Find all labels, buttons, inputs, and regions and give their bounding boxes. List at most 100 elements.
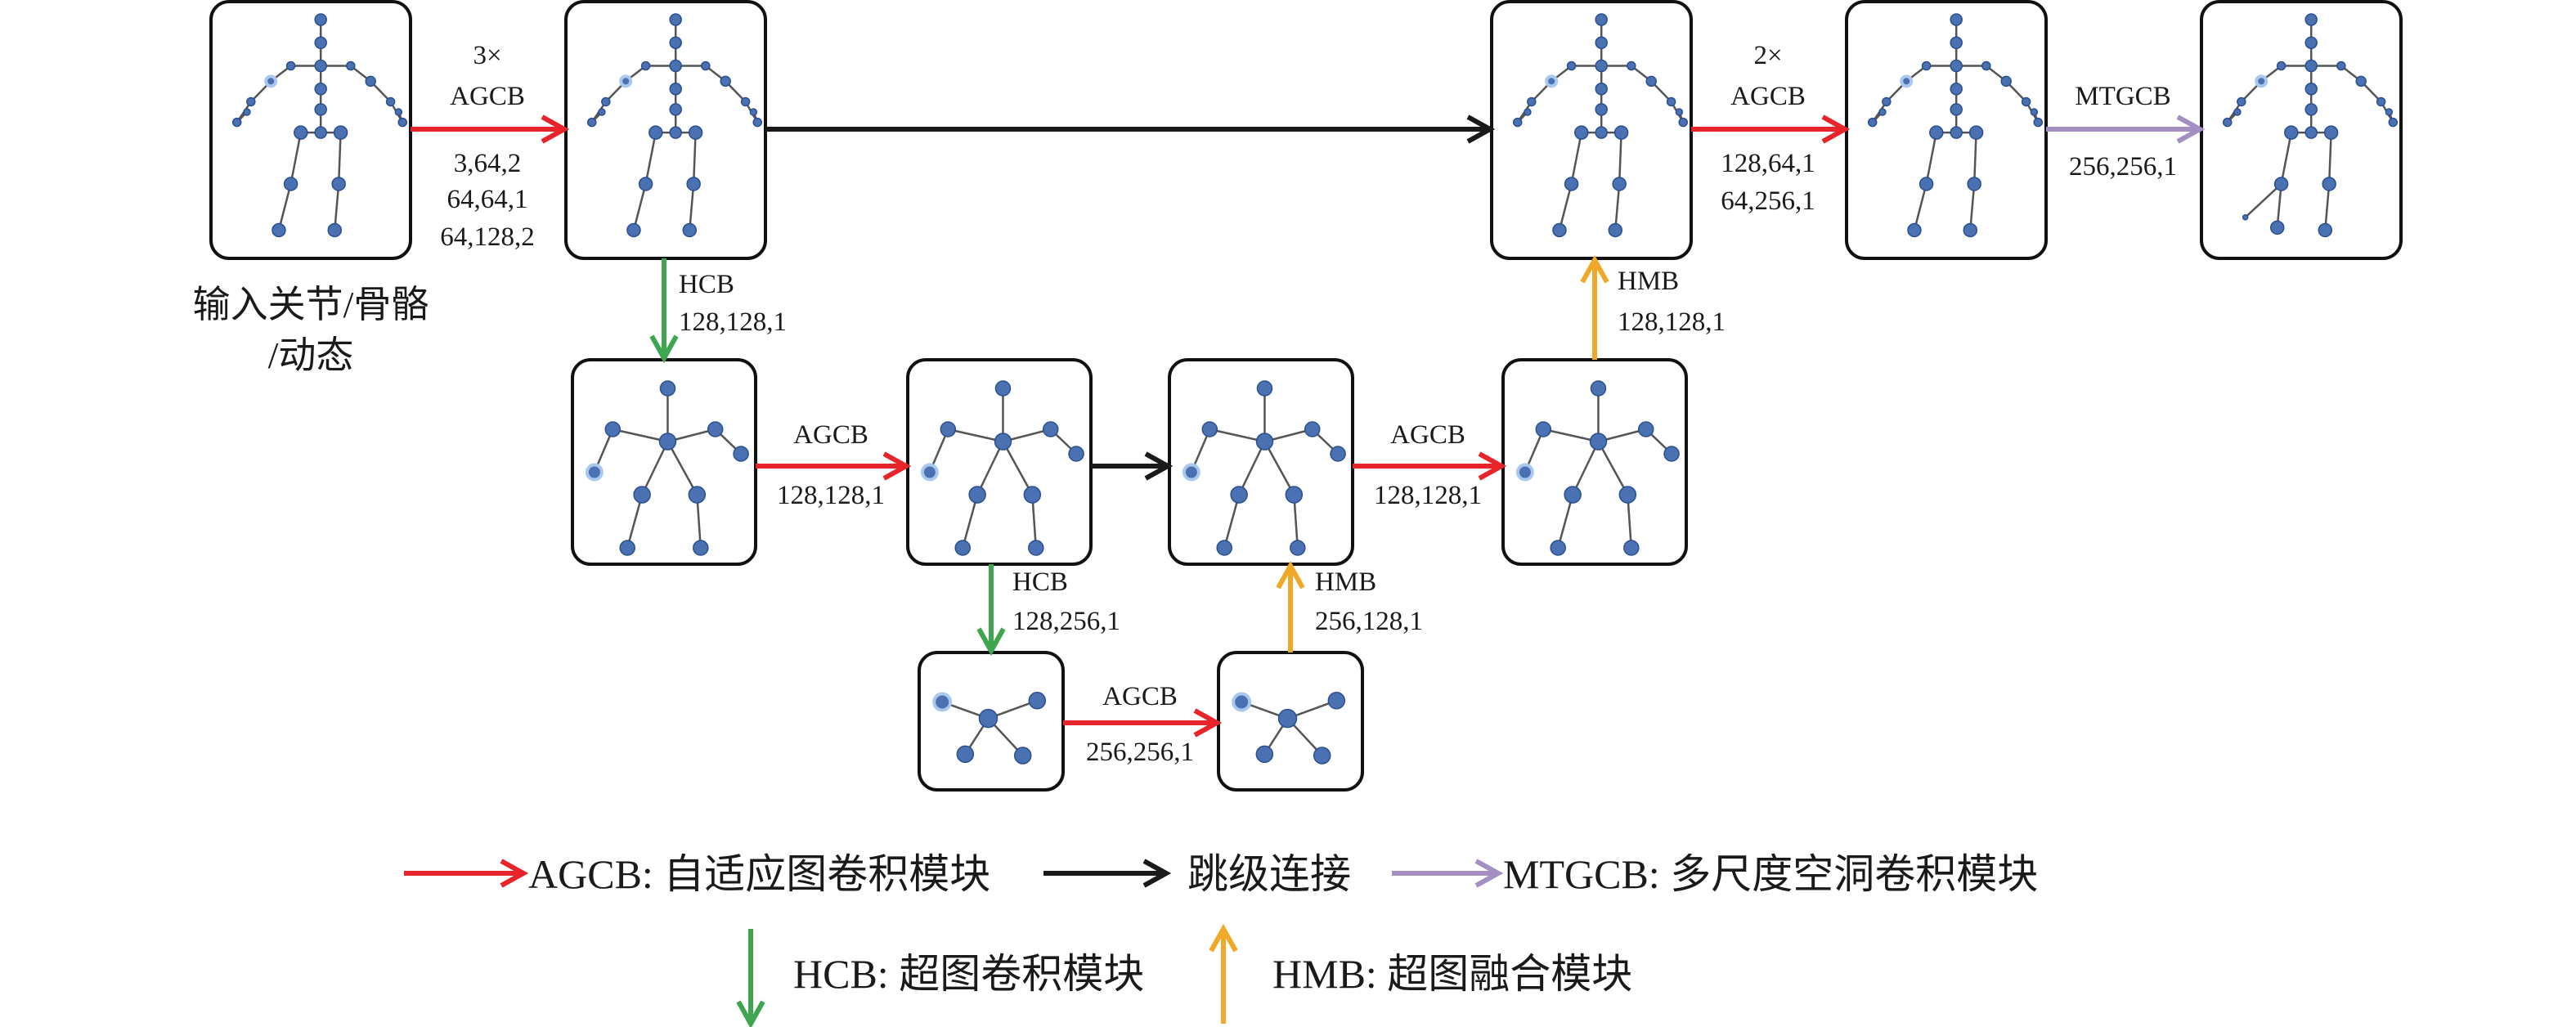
- skeleton-joint: [1612, 177, 1627, 191]
- skeleton-bone: [689, 183, 695, 231]
- skeleton-joint: [659, 380, 676, 397]
- skeleton-joint: [314, 83, 327, 96]
- skeleton-joint: [669, 13, 682, 26]
- skeleton-joint: [638, 177, 653, 191]
- svg-text:128,128,1: 128,128,1: [679, 307, 787, 337]
- skeleton-joint: [1327, 692, 1346, 710]
- skeleton-joint: [333, 125, 348, 140]
- skeleton-joint: [619, 74, 633, 88]
- skeleton-joint: [1512, 117, 1523, 128]
- skeleton-bone: [1293, 494, 1299, 549]
- skeleton-joint: [1950, 59, 1963, 73]
- skeleton-joint: [1963, 222, 1978, 238]
- skeleton-joint: [601, 96, 611, 107]
- skeleton-joint: [1608, 222, 1623, 238]
- skeleton-joint: [231, 117, 242, 128]
- skeleton-joint: [1595, 36, 1608, 49]
- skeleton-joint: [752, 117, 762, 128]
- skeleton-joint: [720, 75, 731, 87]
- skeleton-bone: [1969, 183, 1976, 231]
- skeleton-joint: [285, 61, 296, 71]
- skeleton-box-hg3: [1168, 358, 1354, 566]
- skeleton-joint: [1232, 692, 1252, 712]
- skeleton-joint: [994, 433, 1012, 451]
- skeleton-joint: [604, 421, 622, 437]
- skeleton-joint: [640, 61, 651, 71]
- skeleton-joint: [1919, 177, 1934, 191]
- skeleton-joint: [682, 222, 698, 238]
- svg-text:AGCB: AGCB: [1102, 682, 1178, 711]
- skeleton-joint: [283, 177, 298, 191]
- skeleton-joint: [669, 36, 682, 49]
- skeleton-joint: [669, 83, 682, 96]
- skeleton-joint: [1313, 747, 1331, 765]
- skeleton-joint: [1590, 380, 1607, 397]
- skeleton-bone: [2280, 132, 2293, 185]
- skeleton-bone: [1263, 441, 1295, 496]
- skeleton-joint: [2355, 75, 2367, 87]
- skeleton-joint: [2269, 220, 2285, 235]
- skeleton-joint: [740, 96, 751, 107]
- skeleton-bone: [626, 494, 644, 549]
- skeleton-bone: [334, 183, 340, 231]
- skeleton-joint: [1882, 96, 1892, 107]
- skeleton-joint: [1950, 36, 1963, 49]
- svg-text:2×: 2×: [1753, 41, 1782, 70]
- skeleton-joint: [658, 433, 677, 451]
- skeleton-bone: [666, 441, 698, 496]
- skeleton-bone: [1627, 494, 1633, 549]
- agcb-label-3: AGCB 256,256,1: [1086, 682, 1194, 767]
- svg-text:3×: 3×: [473, 41, 501, 70]
- skeleton-joint: [633, 486, 651, 504]
- skeleton-joint: [968, 486, 986, 504]
- skeleton-bone: [692, 132, 697, 184]
- skeleton-joint: [2304, 59, 2318, 73]
- skeleton-box-hg1: [571, 358, 757, 566]
- skeleton-joint: [994, 380, 1012, 397]
- skeleton-joint: [1574, 125, 1589, 140]
- svg-text:3,64,2: 3,64,2: [454, 149, 522, 178]
- skeleton-joint: [688, 486, 707, 504]
- skeleton-joint: [1589, 433, 1608, 451]
- skeleton-joint: [1564, 486, 1582, 504]
- skeleton-bone: [2324, 183, 2331, 231]
- skeleton-joint: [1515, 463, 1534, 482]
- skeleton-joint: [314, 126, 327, 139]
- skeleton-joint: [954, 540, 971, 556]
- skeleton-bone: [1972, 132, 1977, 184]
- skeleton-joint: [1595, 59, 1608, 73]
- skeleton-joint: [686, 177, 701, 191]
- skeleton-joint: [1637, 421, 1654, 437]
- skeleton-joint: [1950, 126, 1963, 139]
- skeleton-bone: [337, 132, 342, 184]
- mtgcb-label: MTGCB 256,256,1: [2069, 82, 2177, 182]
- skeleton-joint: [669, 59, 682, 73]
- skeleton-joint: [1545, 74, 1559, 88]
- skeleton-box-stage1: [564, 0, 767, 260]
- skeleton-joint: [2304, 13, 2318, 26]
- skeleton-bone: [961, 494, 979, 549]
- skeleton-joint: [331, 177, 346, 191]
- skeleton-joint: [1256, 380, 1273, 397]
- skeleton-bone: [277, 183, 292, 231]
- legend-mtgcb-label: MTGCB: 多尺度空洞卷积模块: [1503, 851, 2038, 897]
- skeleton-box-frame: [2200, 0, 2403, 260]
- svg-text:256,128,1: 256,128,1: [1315, 607, 1423, 636]
- skeleton-joint: [2304, 126, 2318, 139]
- svg-text:MTGCB: MTGCB: [2075, 82, 2170, 111]
- skeleton-bone: [644, 132, 657, 185]
- skeleton-joint: [2322, 177, 2336, 191]
- skeleton-bone: [1571, 441, 1600, 496]
- skeleton-joint: [2376, 96, 2386, 107]
- svg-text:HCB: HCB: [679, 270, 734, 299]
- skeleton-bone: [632, 183, 647, 231]
- skeleton-joint: [701, 61, 711, 71]
- skeleton-joint: [1678, 117, 1688, 128]
- svg-text:64,64,1: 64,64,1: [447, 185, 528, 214]
- skeleton-joint: [1285, 486, 1304, 504]
- skeleton-joint: [2033, 117, 2043, 128]
- svg-text:128,128,1: 128,128,1: [1374, 481, 1482, 510]
- skeleton-joint: [2222, 117, 2233, 128]
- skeleton-joint: [1663, 446, 1680, 462]
